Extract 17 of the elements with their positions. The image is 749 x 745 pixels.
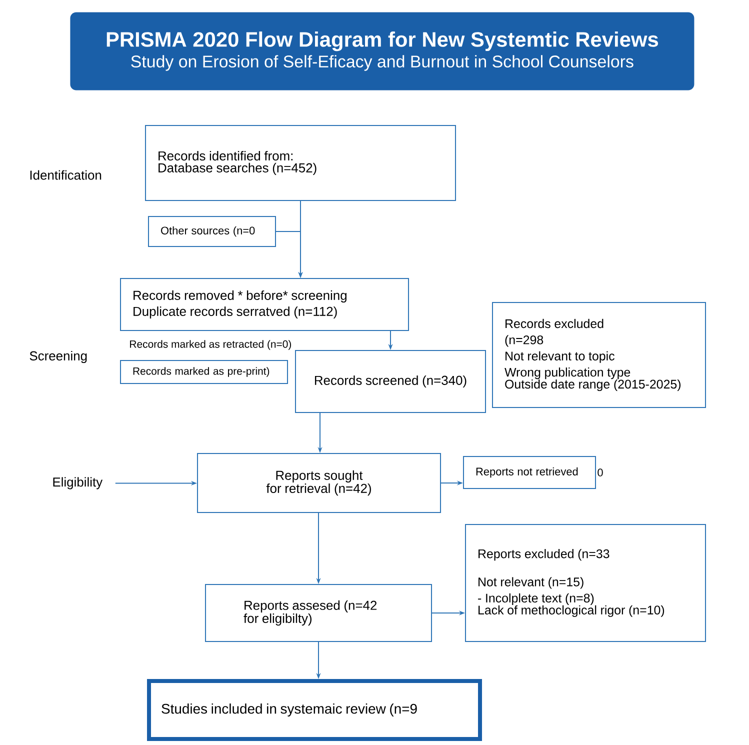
process-box: Records removed * before* screening Duplicate records serratved (n=112): [120, 278, 409, 331]
stage-label: Records marked as retracted (n=0): [130, 340, 292, 350]
result-box: Studies included in systemaic review (n=9: [147, 679, 482, 741]
process-box: Reports assesed (n=42 for eligibilty): [205, 584, 432, 642]
stage-label: Screening: [30, 350, 87, 364]
side-note: 0: [598, 468, 603, 476]
process-box: Records identified from: Database searches (n=452): [145, 125, 456, 201]
process-box: Records excluded (n=298 Not relevant to topic Wrong publication type Outside date range (2015-2025): [492, 302, 706, 408]
title-banner: PRISMA 2020 Flow Diagram for New Systemtic Reviews Study on Erosion of Self-Eficacy and Burnout in School Counselors: [70, 12, 694, 90]
process-box: Other sources (n=0: [148, 216, 276, 247]
process-box: Reports not retrieved: [463, 456, 596, 489]
process-box: Records marked as pre-print): [120, 360, 288, 384]
process-box: Records screened (n=340): [295, 350, 486, 413]
process-box: Reports excluded (n=33 Not relevant (n=15) - Incolplete text (n=8) Lack of methoclogical rigor (n=10): [465, 524, 706, 642]
process-box: Reports sought for retrieval (n=42): [197, 453, 441, 513]
stage-label: Eligibility: [53, 477, 103, 490]
stage-label: Identification: [30, 170, 102, 180]
